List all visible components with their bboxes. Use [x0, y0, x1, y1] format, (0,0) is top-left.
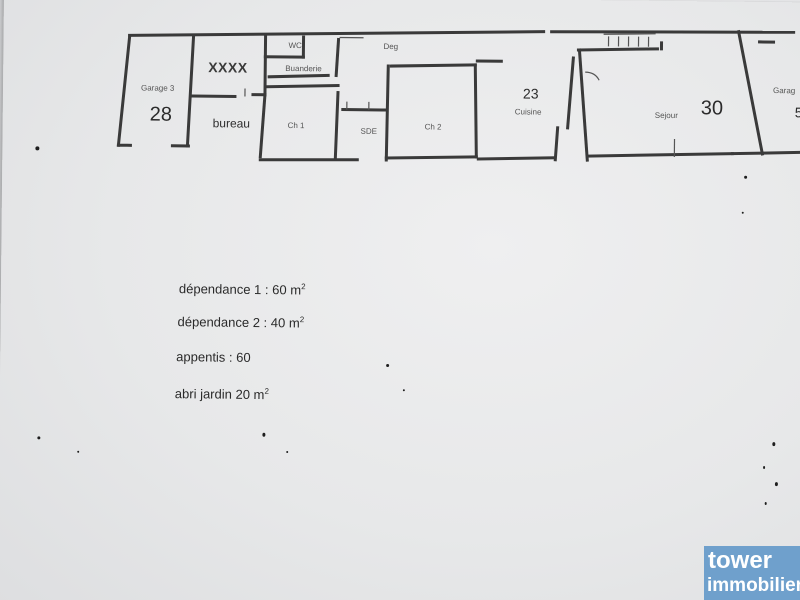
ink-speck	[763, 465, 766, 469]
area-cuisine: 23	[522, 85, 539, 102]
surface-line-4: abri jardin 20 m2	[175, 386, 269, 402]
room-label-deg: Deg	[383, 41, 399, 52]
surface-text-3: appentis : 60	[176, 349, 251, 365]
ink-speck	[744, 175, 748, 179]
room-label-ch2: Ch 2	[424, 122, 442, 132]
room-label-sejour: Sejour	[654, 110, 678, 121]
ink-speck	[402, 389, 405, 392]
ink-speck	[37, 436, 41, 440]
room-label-wc: WC	[288, 40, 302, 51]
surface-line-3: appentis : 60	[176, 349, 251, 365]
surface-text-2: dépendance 2 : 40 m	[177, 314, 300, 331]
surface-text-4: abri jardin 20 m	[174, 386, 265, 403]
area-sejour: 30	[700, 97, 724, 120]
ink-speck	[764, 501, 767, 506]
ink-speck	[35, 146, 40, 151]
room-label-cuisine: Cuisine	[514, 107, 542, 117]
room-label-sde: SDE	[360, 126, 378, 136]
logo-line-2: immobilier	[707, 575, 800, 596]
ink-speck	[262, 432, 266, 437]
surface-line-1: dépendance 1 : 60 m2	[179, 281, 306, 298]
ink-speck	[741, 211, 744, 214]
surface-unit-2: 2	[299, 315, 305, 325]
surface-unit-4: 2	[264, 386, 269, 396]
room-label-garage-left: Garage 3	[140, 83, 175, 93]
ink-speck	[774, 482, 778, 487]
room-label-ch1: Ch 1	[287, 120, 305, 131]
area-garage-left: 28	[149, 103, 173, 126]
area-garage-right: 5	[794, 104, 800, 121]
ink-speck	[77, 450, 80, 453]
surface-unit-1: 2	[301, 282, 306, 292]
room-label-bureau: bureau	[212, 116, 251, 131]
ink-speck	[286, 450, 289, 454]
ink-speck	[772, 442, 776, 447]
surface-line-2: dépendance 2 : 40 m2	[177, 314, 304, 331]
tower-immobilier-logo: tower immobilier	[704, 546, 800, 600]
floor-plan	[116, 29, 800, 162]
ink-speck	[386, 364, 390, 368]
surface-text-1: dépendance 1 : 60 m	[178, 281, 302, 298]
logo-line-1: tower	[708, 547, 773, 574]
room-label-buanderie: Buanderie	[285, 63, 322, 74]
room-label-garage-right: Garag	[772, 86, 796, 96]
room-label-xxxx: XXXX	[208, 59, 248, 76]
